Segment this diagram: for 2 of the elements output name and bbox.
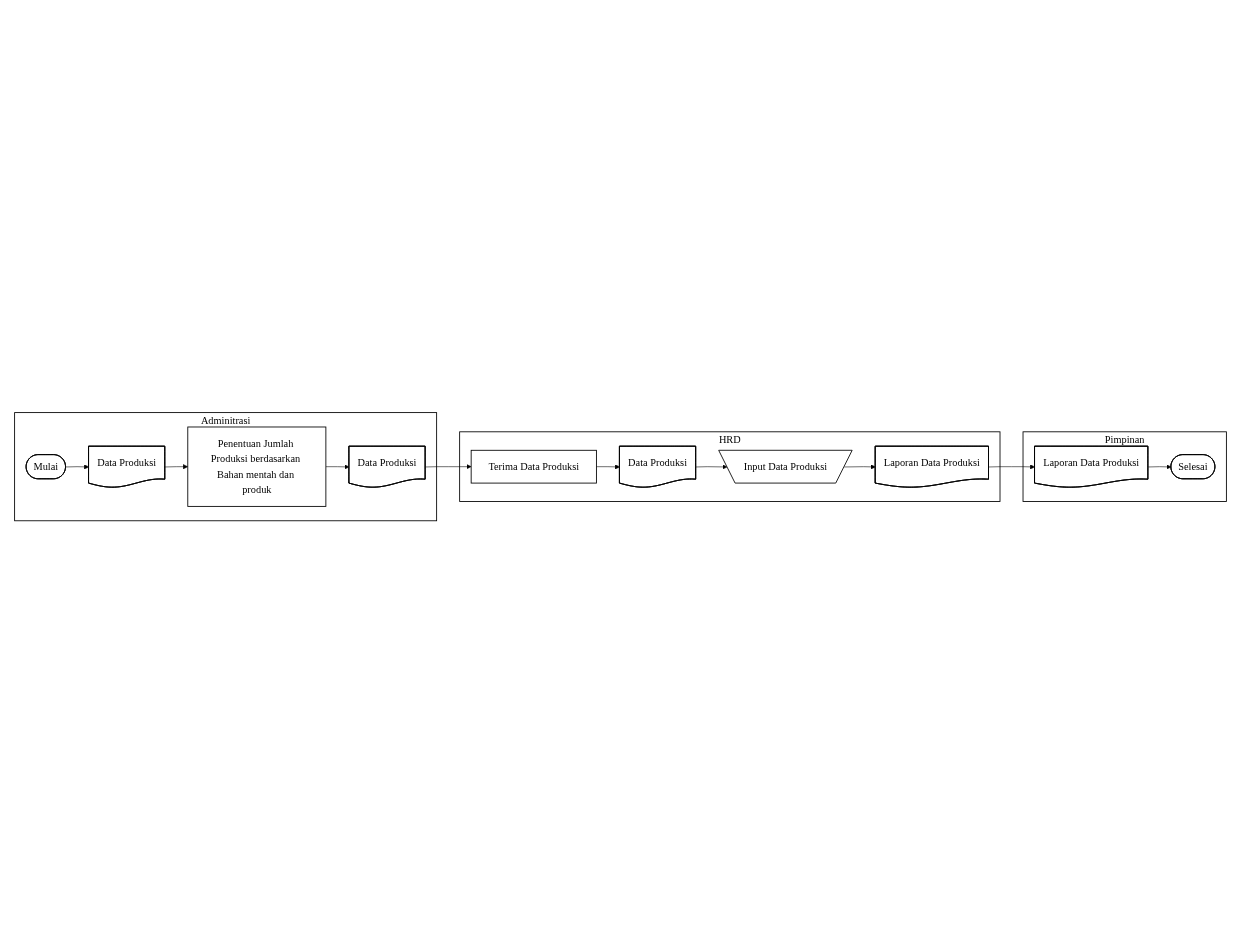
node-box: Terima Data Produksi <box>470 450 597 484</box>
node-box: Penentuan Jumlah Produksi berdasarkan Bahan mentah dan produk <box>187 426 327 508</box>
